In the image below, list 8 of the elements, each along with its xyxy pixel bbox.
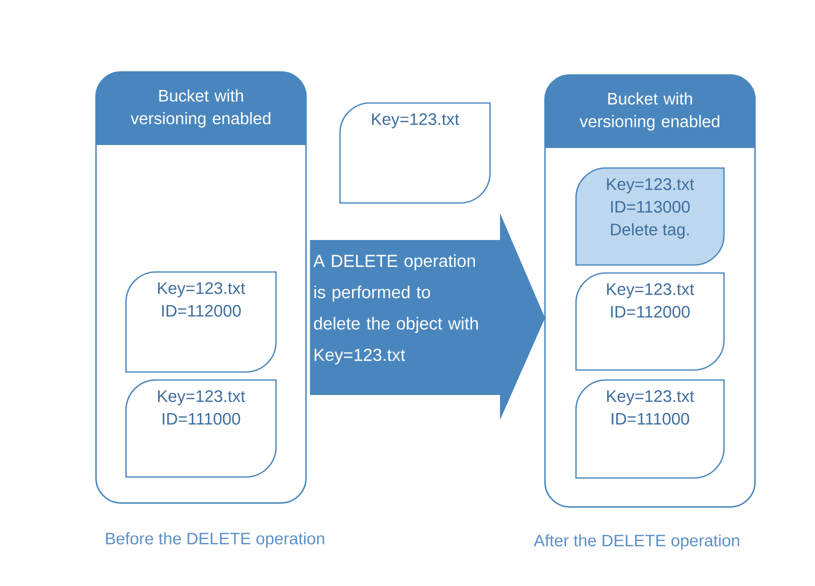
node-label: Before the DELETE operation (106, 532, 324, 548)
object-card: Key=123.txt (339, 102, 491, 204)
object-card: Key=123.txt ID=112000 (575, 272, 725, 371)
object-card: Key=123.txt ID=111000 (575, 379, 725, 479)
node-label: After the DELETE operation (534, 534, 740, 550)
object-card: Key=123.txt ID=111000 (125, 379, 277, 478)
object-card: Key=123.txt ID=112000 (125, 271, 277, 373)
object-card: Key=123.txt ID=113000 Delete tag. (575, 167, 725, 266)
